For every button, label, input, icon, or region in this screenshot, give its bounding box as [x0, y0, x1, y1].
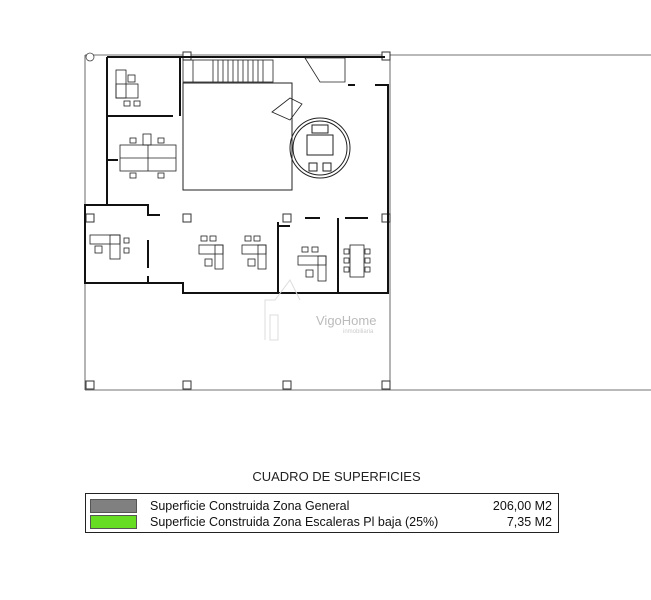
toilet-core [289, 117, 351, 179]
watermark-subtext: inmobiliaria [343, 329, 374, 335]
surface-table: Superficie Construida Zona General 206,0… [85, 493, 559, 533]
swatch-general [90, 499, 137, 513]
watermark-text: VigoHome [316, 313, 377, 328]
table-row: Superficie Construida Zona General 206,0… [86, 498, 558, 514]
table-row: Superficie Construida Zona Escaleras Pl … [86, 514, 558, 530]
stairs [182, 57, 346, 121]
floor-plan [84, 51, 651, 391]
site-outline [84, 52, 651, 391]
furniture [89, 69, 371, 282]
table-title: CUADRO DE SUPERFICIES [252, 469, 421, 484]
row-label: Superficie Construida Zona Escaleras Pl … [150, 515, 439, 529]
columns [85, 51, 391, 390]
swatch-stairs [90, 515, 137, 529]
watermark-logo [264, 279, 301, 341]
central-void [182, 82, 293, 191]
row-value: 7,35 M2 [506, 515, 552, 529]
row-value: 206,00 M2 [492, 499, 552, 513]
walls [84, 56, 389, 294]
row-label: Superficie Construida Zona General [150, 499, 350, 513]
